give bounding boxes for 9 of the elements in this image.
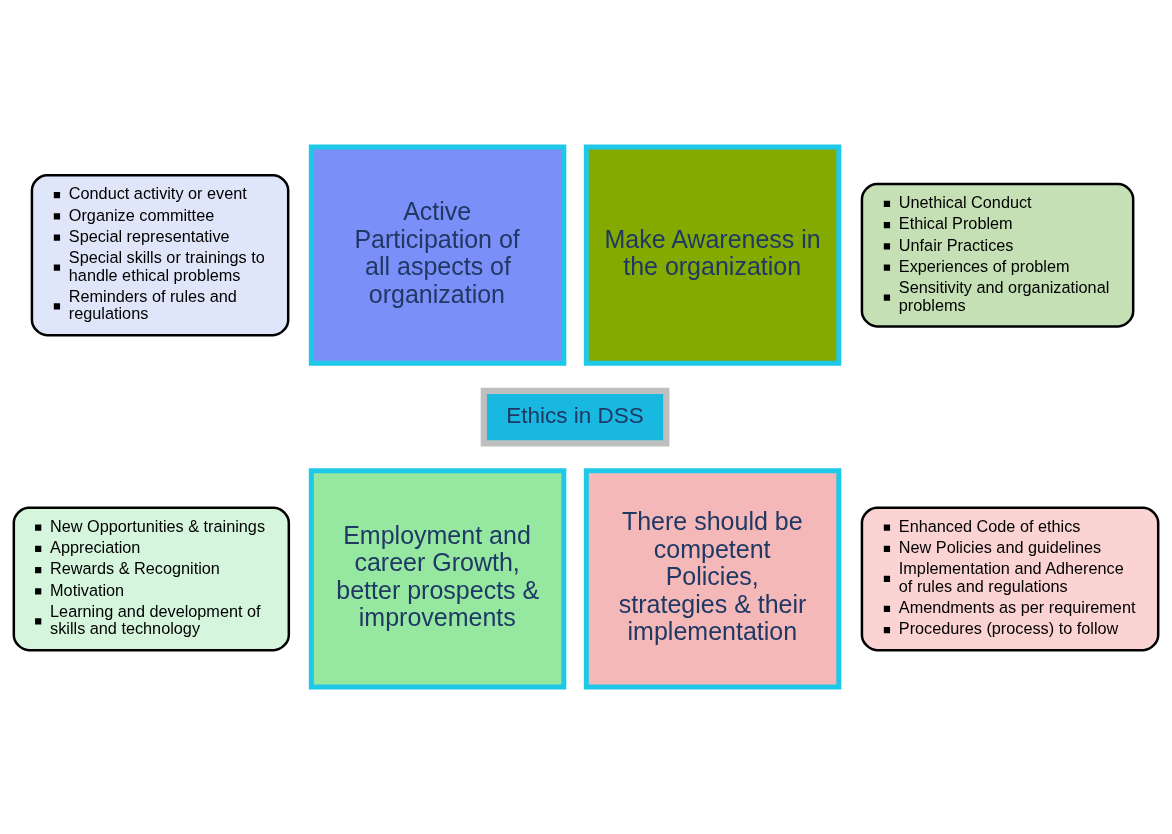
node-box: New Opportunities & trainings Appreciation Rewards & Recognition Motivation Learning and development of skills and technology xyxy=(12,506,291,652)
node-box: Make Awareness in the organization xyxy=(583,144,842,366)
node-box: Employment and career Growth, better prospects & improvements xyxy=(308,468,567,690)
node-box: There should be competent Policies, strategies & their implementation xyxy=(583,468,842,690)
node-box: Ethics in DSS xyxy=(480,387,670,447)
node-box: Active Participation of all aspects of organization xyxy=(308,144,567,366)
node-box: Conduct activity or event Organize committee Special representative Special skills or trainings to handle ethical problems Reminders of rules and regulations xyxy=(30,173,290,337)
node-box: Enhanced Code of ethics New Policies and guidelines Implementation and Adherence of rules and regulations Amendments as per requirement Procedures (process) to follow xyxy=(860,506,1160,652)
node-box: Unethical Conduct Ethical Problem Unfair Practices Experiences of problem Sensitivity and organizational problems xyxy=(860,182,1135,328)
